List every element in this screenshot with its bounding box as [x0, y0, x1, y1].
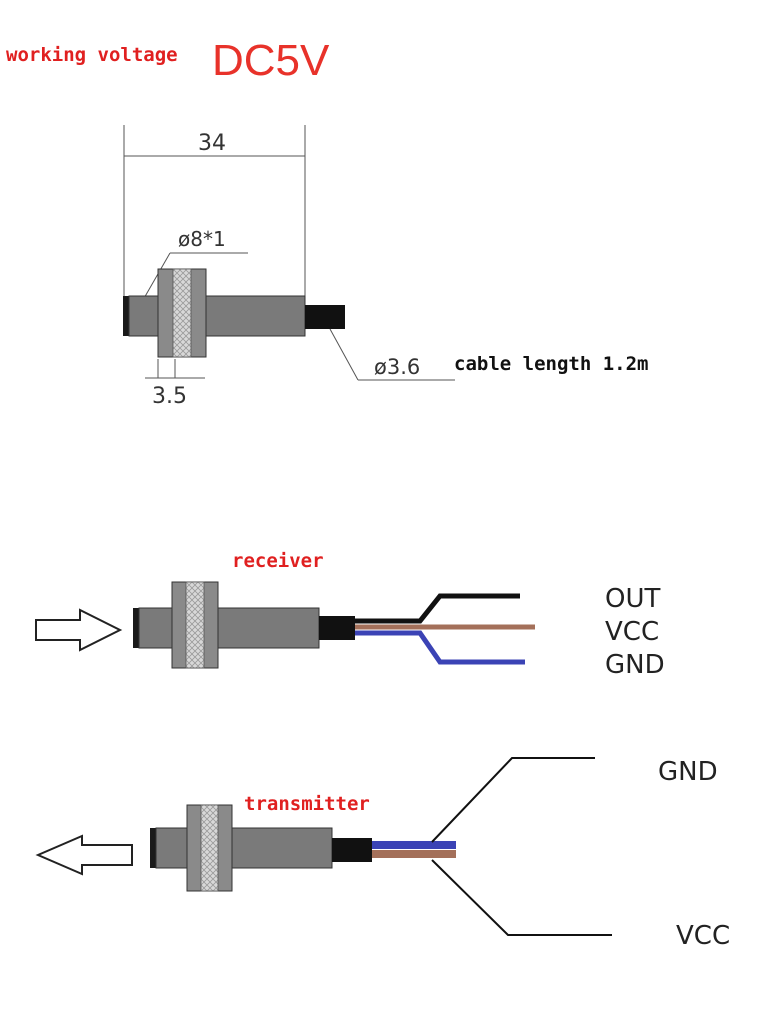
receiver-pin-gnd: GND	[605, 650, 665, 680]
receiver-title: receiver	[232, 550, 324, 572]
transmitter-title: transmitter	[244, 793, 370, 815]
receiver-diagram: receiver OUT VCC GND	[35, 550, 665, 680]
voltage-label-box	[0, 30, 208, 86]
dimension-drawing: 34 ø8*1 3.5 ø3.6 cable length 1.2m	[123, 125, 648, 409]
nut-width-label: 3.5	[152, 384, 187, 409]
transmitter-wire-vcc	[372, 850, 456, 858]
transmitter-nut-knurl	[200, 804, 219, 892]
sensor-body	[128, 295, 306, 337]
receiver-head	[133, 608, 140, 648]
cable-stub	[305, 305, 345, 329]
transmitter-diagram: transmitter GND VCC	[35, 757, 730, 951]
cable-length-label: cable length 1.2m	[454, 353, 648, 375]
nut-knurl	[172, 268, 192, 358]
receiver-body	[138, 607, 320, 649]
transmitter-vcc-leader	[431, 859, 612, 936]
cable-diameter-label: ø3.6	[374, 355, 420, 379]
voltage-header: working voltage DC5V	[0, 30, 330, 86]
receiver-pin-vcc: VCC	[605, 617, 659, 647]
thread-leader-diagonal	[142, 252, 171, 301]
transmitter-head	[150, 828, 157, 868]
receiver-wire-gnd	[355, 630, 525, 665]
receive-arrow-icon	[35, 608, 123, 652]
receiver-cable-stub	[319, 616, 355, 640]
receiver-nut-knurl	[185, 581, 205, 669]
thread-label: ø8*1	[178, 227, 226, 251]
transmitter-wire-gnd	[372, 841, 456, 849]
receiver-pin-out: OUT	[605, 584, 660, 614]
transmitter-body	[155, 827, 333, 869]
sensor-head	[123, 296, 130, 336]
emit-arrow-icon	[35, 834, 133, 876]
transmitter-gnd-leader	[431, 757, 595, 843]
transmitter-pin-vcc: VCC	[676, 921, 730, 951]
voltage-value: DC5V	[212, 36, 330, 85]
receiver-wire-out	[355, 593, 520, 624]
voltage-label: working voltage	[6, 44, 178, 66]
length-label: 34	[198, 131, 226, 156]
cable-leader-diagonal	[329, 328, 359, 381]
transmitter-pin-gnd: GND	[658, 757, 718, 787]
transmitter-cable-stub	[332, 838, 372, 862]
